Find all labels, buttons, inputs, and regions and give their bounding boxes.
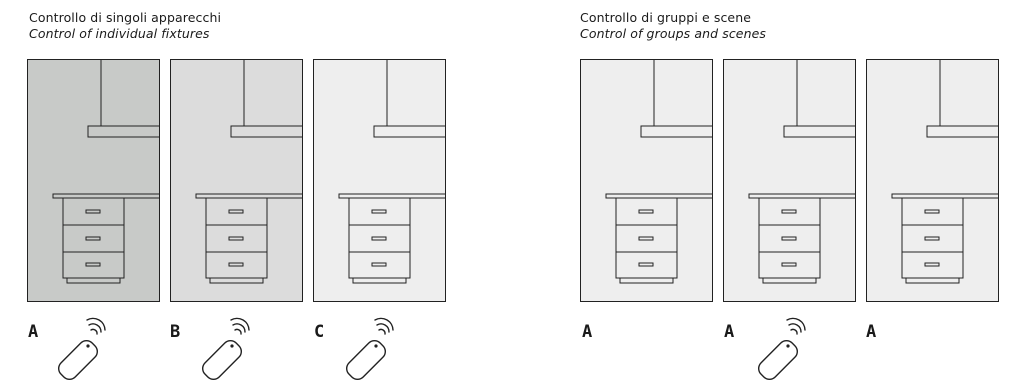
- wireless-signal-icon: [201, 317, 250, 381]
- kitchen-cabinet-drawing: [52, 60, 159, 284]
- kitchen-cabinet-drawing: [605, 60, 712, 284]
- heading-groups-it: Controllo di gruppi e scene: [580, 10, 752, 25]
- label-a-group-3: A: [866, 322, 877, 342]
- room-panel-b1: [170, 59, 303, 302]
- remote-control-icon: [342, 316, 400, 390]
- remote-control-icon: [54, 316, 112, 390]
- room-panel-a1: [27, 59, 160, 302]
- heading-individual-it: Controllo di singoli apparecchi: [29, 10, 222, 25]
- wireless-signal-icon: [757, 317, 806, 381]
- label-a-group-2: A: [724, 322, 735, 342]
- heading-groups: Controllo di gruppi e scene Control of g…: [580, 10, 766, 42]
- remote-control-icon: [754, 316, 812, 390]
- room-panel-c1: [313, 59, 446, 302]
- room-panel-a4: [866, 59, 999, 302]
- kitchen-cabinet-drawing: [748, 60, 855, 284]
- wireless-signal-icon: [57, 317, 106, 381]
- heading-individual: Controllo di singoli apparecchi Control …: [29, 10, 221, 42]
- label-a: A: [28, 322, 39, 342]
- heading-individual-en: Control of individual fixtures: [29, 26, 210, 41]
- label-a-group-1: A: [582, 322, 593, 342]
- room-panel-a2: [580, 59, 713, 302]
- kitchen-cabinet-drawing: [891, 60, 998, 284]
- kitchen-cabinet-drawing: [195, 60, 302, 284]
- wireless-signal-icon: [345, 317, 394, 381]
- label-c: C: [314, 322, 325, 342]
- remote-control-icon: [198, 316, 256, 390]
- room-panel-a3: [723, 59, 856, 302]
- heading-groups-en: Control of groups and scenes: [580, 26, 767, 41]
- label-b: B: [170, 322, 181, 342]
- kitchen-cabinet-drawing: [338, 60, 445, 284]
